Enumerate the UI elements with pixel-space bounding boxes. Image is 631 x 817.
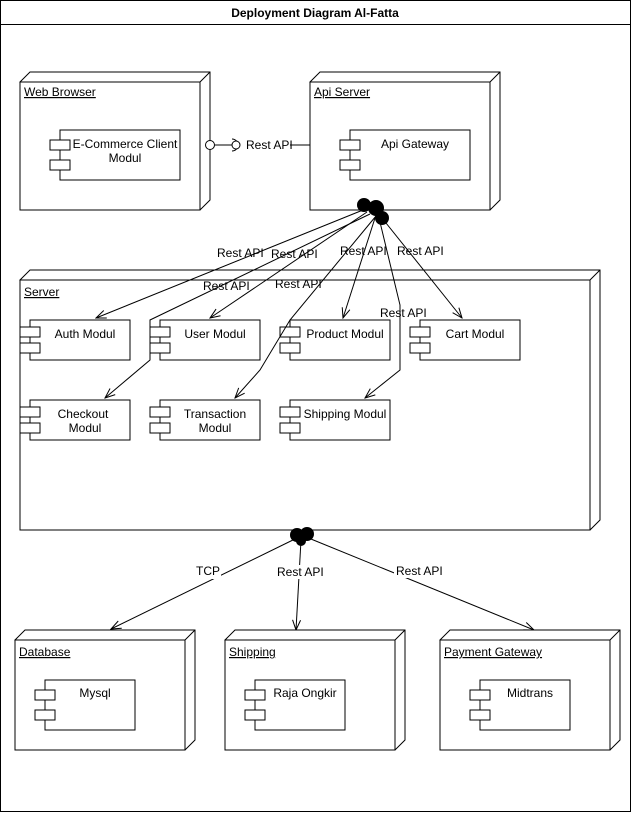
component-icon bbox=[19, 342, 41, 354]
component-icon bbox=[34, 689, 56, 701]
connectors-api-to-server: Rest API Rest API Rest API Rest API Rest… bbox=[96, 209, 462, 398]
component-shipping-modul[interactable]: Shipping Modul bbox=[279, 399, 391, 441]
component-label: Product Modul bbox=[306, 327, 383, 341]
connectors-server-to-external: TCP Rest API Rest API bbox=[111, 536, 534, 630]
component-label: Checkout bbox=[58, 407, 109, 421]
provided-interface-icon bbox=[205, 140, 215, 150]
connector-browser-api: Rest API bbox=[205, 138, 310, 152]
connector-label: Rest API bbox=[380, 306, 427, 320]
component-icon bbox=[279, 422, 301, 434]
component-checkout-modul[interactable]: Checkout Modul bbox=[19, 399, 131, 441]
component-label: Modul bbox=[199, 421, 232, 435]
connector-label: Rest API bbox=[246, 138, 293, 152]
connector-label: TCP bbox=[196, 564, 220, 578]
arrow-server-database bbox=[111, 537, 298, 629]
component-icon bbox=[469, 709, 491, 721]
component-icon bbox=[244, 689, 266, 701]
component-icon bbox=[49, 139, 71, 151]
component-api-gateway[interactable]: Api Gateway bbox=[339, 129, 471, 181]
component-ecommerce-client[interactable]: E-Commerce Client Modul bbox=[49, 129, 181, 181]
component-label: Cart Modul bbox=[446, 327, 505, 341]
connector-label: Rest API bbox=[203, 279, 250, 293]
component-icon bbox=[469, 689, 491, 701]
component-label: Auth Modul bbox=[55, 327, 116, 341]
connector-label: Rest API bbox=[217, 246, 264, 260]
node-database[interactable]: Database Mysql bbox=[14, 629, 196, 751]
component-label: Shipping Modul bbox=[304, 407, 387, 421]
node-server[interactable]: Server Auth Modul User Modul Product Mod… bbox=[19, 269, 601, 531]
component-icon bbox=[279, 326, 301, 338]
component-icon bbox=[409, 342, 431, 354]
component-icon bbox=[34, 709, 56, 721]
component-icon bbox=[149, 326, 171, 338]
component-icon bbox=[149, 406, 171, 418]
arrow-api-checkout bbox=[105, 213, 371, 398]
connector-label: Rest API bbox=[396, 564, 443, 578]
component-icon bbox=[149, 422, 171, 434]
component-icon bbox=[49, 159, 71, 171]
connector-label: Rest API bbox=[271, 247, 318, 261]
component-label: Mysql bbox=[79, 686, 110, 700]
component-icon bbox=[244, 709, 266, 721]
node-shipping[interactable]: Shipping Raja Ongkir bbox=[224, 629, 406, 751]
arrow-api-user bbox=[210, 211, 368, 318]
component-midtrans[interactable]: Midtrans bbox=[469, 679, 571, 731]
component-icon bbox=[19, 422, 41, 434]
component-icon bbox=[279, 406, 301, 418]
connector-label: Rest API bbox=[397, 244, 444, 258]
arrow-api-auth bbox=[96, 209, 364, 318]
node-payment-gateway[interactable]: Payment Gateway Midtrans bbox=[439, 629, 621, 751]
component-label: Midtrans bbox=[507, 686, 553, 700]
connector-label: Rest API bbox=[277, 565, 324, 579]
component-raja-ongkir[interactable]: Raja Ongkir bbox=[244, 679, 346, 731]
component-label: Transaction bbox=[184, 407, 246, 421]
arrow-api-shipping bbox=[365, 217, 401, 398]
component-label: Api Gateway bbox=[381, 137, 449, 151]
junction-api bbox=[357, 198, 389, 225]
component-label: Raja Ongkir bbox=[273, 686, 336, 700]
component-mysql[interactable]: Mysql bbox=[34, 679, 136, 731]
node-api-server[interactable]: Api Server Api Gateway bbox=[309, 71, 501, 211]
component-label: Modul bbox=[69, 421, 102, 435]
component-cart-modul[interactable]: Cart Modul bbox=[409, 319, 521, 361]
component-label: Modul bbox=[109, 151, 142, 165]
component-icon bbox=[149, 342, 171, 354]
node-label: Database bbox=[19, 645, 71, 659]
component-transaction-modul[interactable]: Transaction Modul bbox=[149, 399, 261, 441]
arrow-api-transaction bbox=[235, 215, 377, 398]
component-icon bbox=[19, 406, 41, 418]
component-icon bbox=[339, 159, 361, 171]
component-icon bbox=[279, 342, 301, 354]
arrow-api-cart bbox=[381, 217, 462, 318]
connector-label: Rest API bbox=[340, 244, 387, 258]
component-product-modul[interactable]: Product Modul bbox=[279, 319, 391, 361]
node-label: Shipping bbox=[229, 645, 276, 659]
node-label: Payment Gateway bbox=[444, 645, 542, 659]
node-label: Server bbox=[24, 285, 59, 299]
arrow-server-payment bbox=[305, 536, 534, 630]
component-icon bbox=[409, 326, 431, 338]
node-label: Web Browser bbox=[24, 85, 96, 99]
component-user-modul[interactable]: User Modul bbox=[149, 319, 261, 361]
arrow-server-shipping bbox=[296, 539, 302, 630]
component-label: User Modul bbox=[184, 327, 245, 341]
component-icon bbox=[339, 139, 361, 151]
junction-server bbox=[290, 527, 314, 546]
component-icon bbox=[19, 326, 41, 338]
component-label: E-Commerce Client bbox=[73, 137, 178, 151]
arrow-api-product bbox=[343, 217, 376, 318]
connector-label: Rest API bbox=[275, 277, 322, 291]
node-label: Api Server bbox=[314, 85, 370, 99]
diagram-title: Deployment Diagram Al-Fatta bbox=[231, 6, 399, 20]
component-auth-modul[interactable]: Auth Modul bbox=[19, 319, 131, 361]
node-web-browser[interactable]: Web Browser E-Commerce Client Modul bbox=[19, 71, 211, 211]
